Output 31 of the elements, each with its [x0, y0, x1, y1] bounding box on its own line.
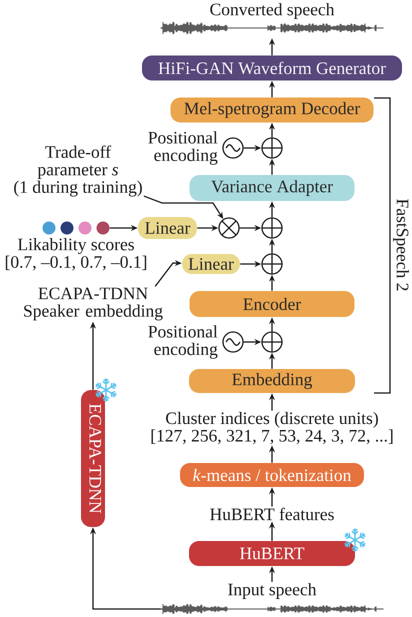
- text-label: Input speech: [228, 583, 316, 599]
- sine-circle: [222, 137, 244, 159]
- process-box: ECAPA-TDNN: [81, 390, 105, 527]
- bracket-label: FastSpeech 2: [393, 199, 409, 290]
- process-box: Embedding: [189, 369, 355, 393]
- plus-circle: [261, 331, 283, 353]
- process-box: HuBERT: [189, 541, 355, 566]
- waveform: [160, 21, 384, 35]
- node-label: [0.7, –0.1, 0.7, –0.1]: [6, 256, 146, 270]
- sine-circle: [222, 331, 244, 353]
- multiply-circle: [218, 217, 240, 239]
- process-box: Variance Adapter: [190, 175, 354, 201]
- process-box: HiFi-GAN Waveform Generator: [142, 56, 402, 80]
- node-label: Converted speech: [210, 3, 334, 19]
- node-label: Likability scores: [18, 238, 134, 254]
- plus-circle: [261, 137, 283, 159]
- process-box: Linear: [138, 217, 197, 239]
- process-box: Encoder: [190, 291, 354, 317]
- text-label: Trade-off parameter s (1 during training): [14, 145, 142, 197]
- plus-circle: [261, 253, 283, 275]
- text-label: Cluster indices (discrete units) [127, 256, 321, 7, 53, 24, 3, 72, ...]: [152, 412, 392, 444]
- waveform: [160, 604, 384, 614]
- process-box: k-means / tokenization: [180, 463, 364, 487]
- text-label: ECAPA-TDNN Speaker embedding: [24, 288, 163, 320]
- node-label: Positional encoding: [148, 325, 218, 359]
- dots-icon: [42, 222, 110, 234]
- node-label: Positional encoding: [148, 131, 218, 165]
- plus-circle: [261, 217, 283, 239]
- process-box: Linear: [182, 254, 240, 274]
- text-label: HuBERT features: [210, 508, 334, 520]
- process-box: Mel-spetrogram Decoder: [170, 98, 374, 122]
